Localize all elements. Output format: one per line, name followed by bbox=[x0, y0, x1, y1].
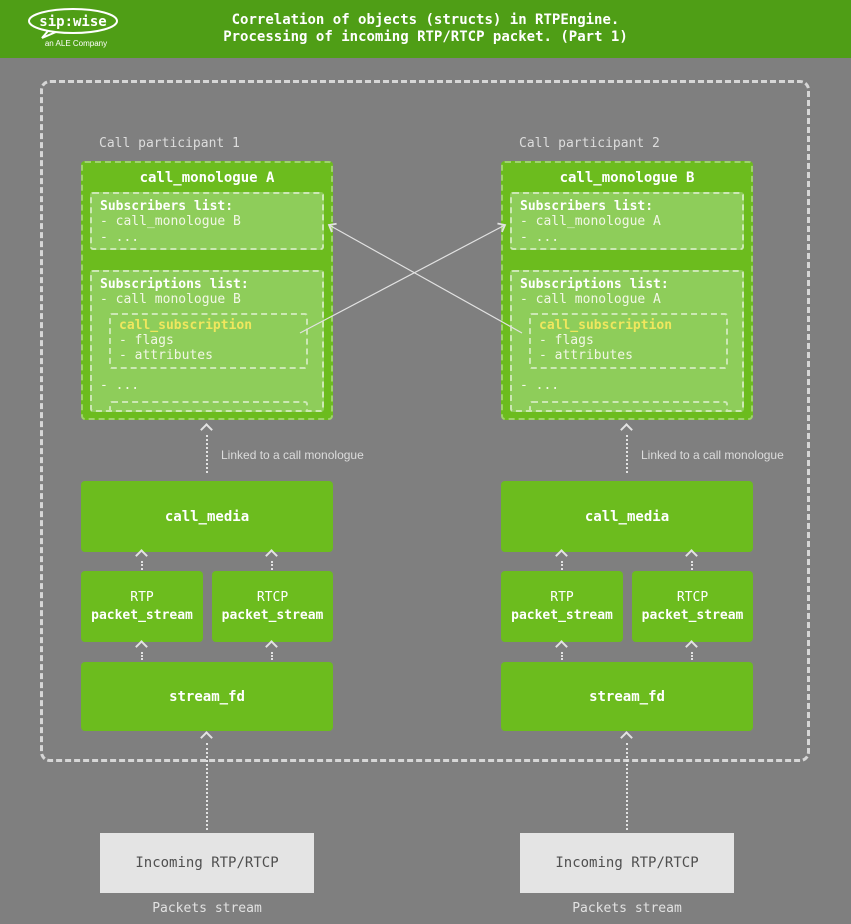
subscriptions-list-box: Subscriptions list: - call monologue A c… bbox=[510, 270, 744, 412]
subscribers-item: - call_monologue A bbox=[520, 214, 661, 230]
incoming-rtp-box: Incoming RTP/RTCP bbox=[520, 833, 734, 893]
subscriptions-item: - call monologue A bbox=[520, 292, 661, 308]
call-monologue-title: call_monologue B bbox=[559, 170, 695, 186]
header-title: Correlation of objects (structs) in RTPE… bbox=[223, 12, 628, 46]
subscribers-title: Subscribers list: bbox=[100, 199, 234, 214]
dotted-line bbox=[691, 652, 693, 660]
packet-stream-box: RTP packet_stream bbox=[501, 571, 623, 642]
arrow-up-icon bbox=[555, 640, 568, 653]
incoming-rtp-label: Incoming RTP/RTCP bbox=[555, 855, 699, 871]
participant-2-column: Call participant 2 call_monologue B Subs… bbox=[501, 130, 784, 924]
subscribers-list-box: Subscribers list: - call_monologue B - .… bbox=[90, 192, 324, 250]
stream-fd-box: stream_fd bbox=[81, 662, 333, 731]
packet-stream-box: RTP packet_stream bbox=[81, 571, 203, 642]
dotted-line bbox=[141, 561, 143, 570]
call-subscription-title: call_subscription bbox=[119, 317, 253, 333]
call-monologue-title: call_monologue A bbox=[139, 170, 275, 186]
diagram-border bbox=[40, 80, 810, 762]
call-monologue-box: call_monologue A Subscribers list: - cal… bbox=[81, 161, 333, 420]
rtcp-label: RTCP bbox=[256, 590, 289, 605]
svg-text:sip:wise: sip:wise bbox=[39, 14, 106, 30]
dotted-line bbox=[271, 652, 273, 660]
arrow-up-icon bbox=[265, 640, 278, 653]
call-subscription-box-clipped bbox=[529, 400, 728, 410]
call-subscription-item: - attributes bbox=[119, 348, 213, 364]
arrow-up-icon bbox=[135, 640, 148, 653]
packet-stream-title: packet_stream bbox=[91, 608, 193, 623]
incoming-rtp-label: Incoming RTP/RTCP bbox=[135, 855, 279, 871]
packet-stream-title: packet_stream bbox=[641, 608, 744, 623]
arrow-up-icon bbox=[200, 731, 213, 744]
header-title-line1: Correlation of objects (structs) in RTPE… bbox=[231, 12, 620, 28]
stream-fd-title: stream_fd bbox=[169, 688, 245, 705]
dotted-line bbox=[691, 561, 693, 570]
packet-stream-title: packet_stream bbox=[221, 608, 324, 623]
rtp-label: RTP bbox=[550, 590, 574, 605]
header-title-line2: Processing of incoming RTP/RTCP packet. … bbox=[223, 29, 628, 45]
dotted-line bbox=[271, 561, 273, 570]
subscribers-item: - ... bbox=[520, 229, 560, 245]
call-subscription-item: - flags bbox=[539, 332, 594, 348]
arrow-up-icon bbox=[685, 640, 698, 653]
arrow-up-icon bbox=[620, 423, 633, 436]
packet-stream-box: RTCP packet_stream bbox=[632, 571, 753, 642]
call-subscription-box: call_subscription - flags - attributes bbox=[109, 312, 308, 369]
linked-label: Linked to a call monologue bbox=[221, 448, 364, 462]
packets-stream-label: Packets stream bbox=[152, 901, 262, 916]
participant-1-column: Call participant 1 call_monologue A Subs… bbox=[81, 130, 364, 924]
call-subscription-box: call_subscription - flags - attributes bbox=[529, 312, 728, 369]
call-subscription-item: - flags bbox=[119, 332, 174, 348]
subscribers-item: - ... bbox=[100, 229, 140, 245]
arrow-up-icon bbox=[200, 423, 213, 436]
packets-stream-label: Packets stream bbox=[572, 901, 682, 916]
rtcp-label: RTCP bbox=[676, 590, 709, 605]
subscriptions-more: - ... bbox=[100, 377, 140, 393]
incoming-rtp-box: Incoming RTP/RTCP bbox=[100, 833, 314, 893]
stream-fd-title: stream_fd bbox=[589, 688, 665, 705]
svg-text:an ALE Company: an ALE Company bbox=[45, 39, 107, 48]
call-media-title: call_media bbox=[584, 508, 670, 525]
subscribers-list-box: Subscribers list: - call_monologue A - .… bbox=[510, 192, 744, 250]
sipwise-logo-icon: sip:wise an ALE Company bbox=[28, 8, 118, 48]
subscribers-title: Subscribers list: bbox=[520, 199, 654, 214]
dotted-line bbox=[141, 652, 143, 660]
header-bar: sip:wise an ALE Company Correlation of o… bbox=[0, 0, 851, 58]
subscriptions-more: - ... bbox=[520, 377, 560, 393]
subscriptions-title: Subscriptions list: bbox=[100, 277, 249, 292]
dotted-line bbox=[561, 561, 563, 570]
arrow-up-icon bbox=[620, 731, 633, 744]
call-subscription-box-clipped bbox=[109, 400, 308, 410]
call-media-box: call_media bbox=[501, 481, 753, 552]
call-subscription-item: - attributes bbox=[539, 348, 633, 364]
linked-label: Linked to a call monologue bbox=[641, 448, 784, 462]
subscriptions-item: - call monologue B bbox=[100, 292, 241, 308]
participant-label: Call participant 1 bbox=[99, 136, 240, 151]
subscriptions-list-box: Subscriptions list: - call monologue B c… bbox=[90, 270, 324, 412]
call-media-title: call_media bbox=[164, 508, 250, 525]
participant-label: Call participant 2 bbox=[519, 136, 660, 151]
packet-stream-title: packet_stream bbox=[511, 608, 613, 623]
packet-stream-box: RTCP packet_stream bbox=[212, 571, 333, 642]
call-media-box: call_media bbox=[81, 481, 333, 552]
dotted-line bbox=[206, 435, 208, 473]
dotted-line bbox=[206, 743, 208, 830]
dotted-line bbox=[626, 435, 628, 473]
stream-fd-box: stream_fd bbox=[501, 662, 753, 731]
dotted-line bbox=[626, 743, 628, 830]
call-monologue-box: call_monologue B Subscribers list: - cal… bbox=[501, 161, 753, 420]
rtp-label: RTP bbox=[130, 590, 154, 605]
dotted-line bbox=[561, 652, 563, 660]
subscriptions-title: Subscriptions list: bbox=[520, 277, 669, 292]
subscribers-item: - call_monologue B bbox=[100, 214, 241, 230]
sipwise-logo: sip:wise an ALE Company bbox=[26, 8, 126, 54]
call-subscription-title: call_subscription bbox=[539, 317, 673, 333]
